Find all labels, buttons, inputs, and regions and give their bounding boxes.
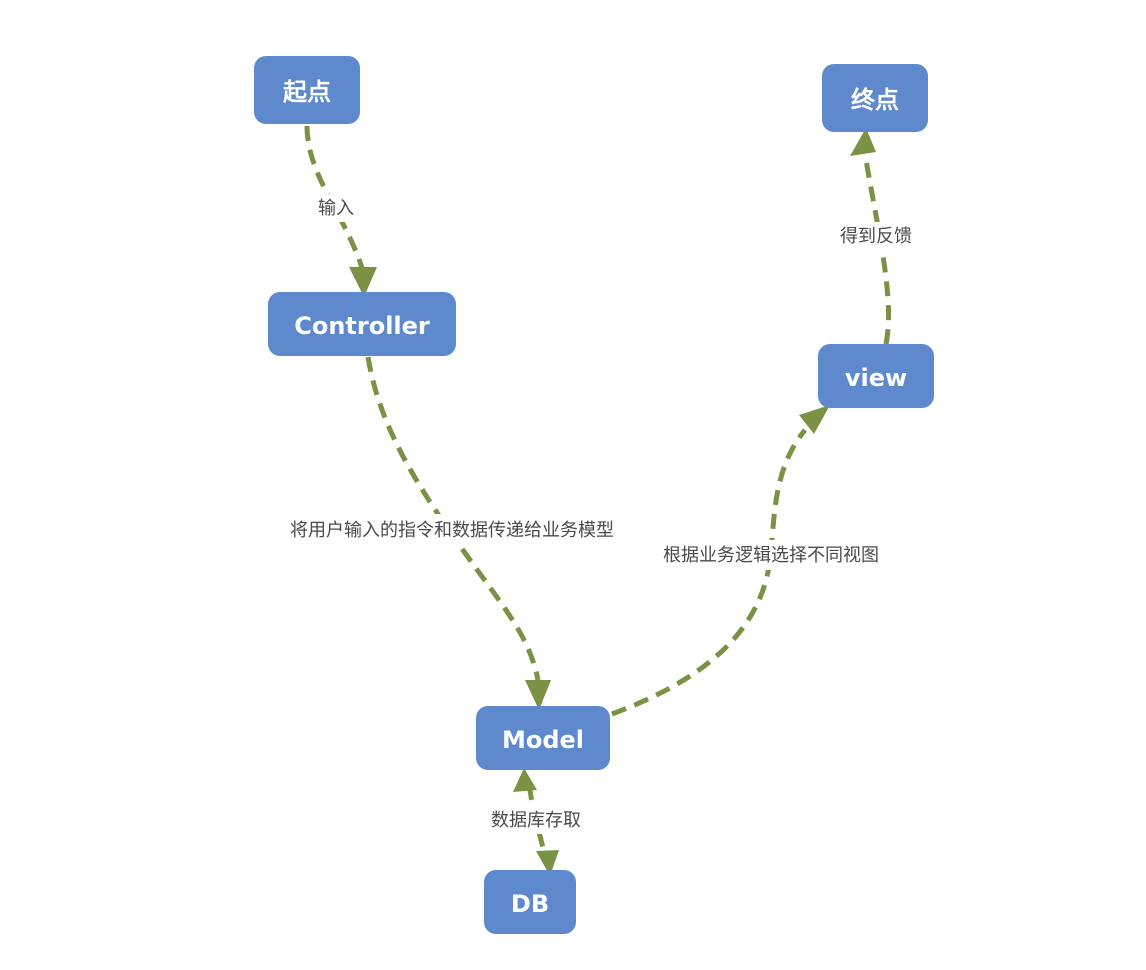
arrow-head-icon bbox=[536, 850, 559, 876]
edge-labels: 输入 将用户输入的指令和数据传递给业务模型 根据业务逻辑选择不同视图 得到反馈 … bbox=[268, 194, 920, 834]
edge-model-db bbox=[513, 768, 559, 876]
edges bbox=[304, 125, 892, 876]
arrow-head-icon bbox=[513, 768, 537, 792]
node-view-label: view bbox=[845, 364, 907, 392]
node-view[interactable]: view bbox=[818, 344, 934, 408]
edge-model-to-view bbox=[611, 405, 830, 717]
arrow-head-icon bbox=[349, 267, 377, 297]
edge-label-pass-to-model: 将用户输入的指令和数据传递给业务模型 bbox=[290, 520, 614, 541]
node-db[interactable]: DB bbox=[484, 870, 576, 934]
node-controller[interactable]: Controller bbox=[268, 292, 456, 356]
edge-label-select-view: 根据业务逻辑选择不同视图 bbox=[663, 545, 879, 566]
arrow-head-icon bbox=[799, 405, 830, 434]
node-db-label: DB bbox=[511, 890, 549, 918]
edge-label-db-access: 数据库存取 bbox=[491, 810, 581, 831]
edge-label-get-feedback: 得到反馈 bbox=[840, 226, 912, 247]
arrow-head-icon bbox=[850, 128, 876, 156]
nodes: 起点 终点 Controller view Model DB bbox=[254, 56, 934, 934]
node-model[interactable]: Model bbox=[476, 706, 610, 770]
node-end-label: 终点 bbox=[851, 86, 899, 114]
node-model-label: Model bbox=[502, 726, 584, 754]
node-controller-label: Controller bbox=[294, 312, 430, 340]
node-start[interactable]: 起点 bbox=[254, 56, 360, 124]
arrow-head-icon bbox=[525, 680, 551, 710]
edge-controller-to-model bbox=[365, 356, 551, 710]
edge-label-input: 输入 bbox=[318, 198, 354, 219]
node-start-label: 起点 bbox=[282, 78, 331, 106]
node-end[interactable]: 终点 bbox=[822, 64, 928, 132]
edge-view-to-end bbox=[850, 128, 892, 345]
